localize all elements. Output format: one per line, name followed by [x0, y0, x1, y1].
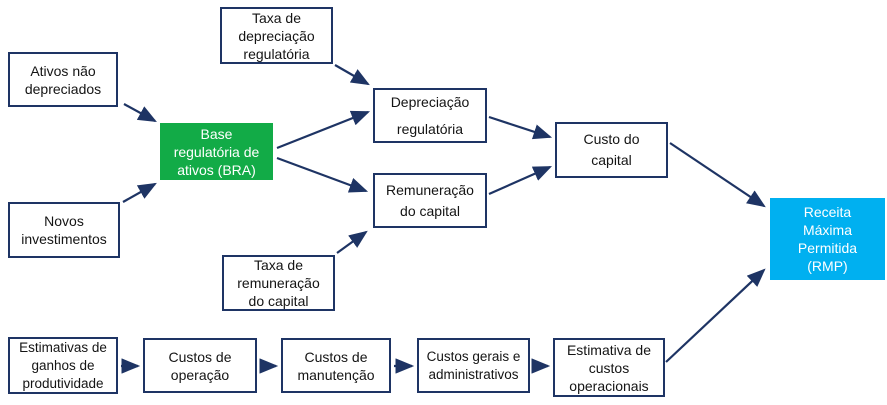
node-base-regulatoria-ativos: Base regulatória de ativos (BRA): [160, 123, 273, 180]
node-custos-manutencao: Custos de manutenção: [281, 338, 391, 393]
node-receita-maxima-permitida: Receita Máxima Permitida (RMP): [770, 198, 885, 280]
edge-estimativa-custos-to-rmp: [665, 268, 766, 363]
edge-remuneracao-to-custo: [488, 165, 553, 196]
node-novos-investimentos: Novos investimentos: [8, 202, 120, 258]
node-remuneracao-capital: Remuneração do capital: [373, 173, 487, 228]
node-taxa-depreciacao-regulatoria: Taxa de depreciação regulatória: [220, 7, 333, 64]
edge-custo-to-rmp: [669, 142, 766, 208]
edge-ativos-to-bra: [123, 103, 157, 123]
node-estimativas-ganhos-produtividade: Estimativas de ganhos de produtividade: [8, 337, 118, 394]
node-estimativa-custos-operacionais: Estimativa de custos operacionais: [553, 338, 665, 397]
node-ativos-nao-depreciados: Ativos não depreciados: [8, 52, 118, 107]
edge-taxa-remuneracao-to-remuneracao: [336, 230, 368, 254]
node-custo-capital: Custo do capital: [555, 122, 668, 178]
node-taxa-remuneracao-capital: Taxa de remuneração do capital: [222, 255, 335, 311]
node-custos-gerais-administrativos: Custos gerais e administrativos: [417, 338, 530, 393]
edge-taxa-depreciacao-to-depreciacao: [334, 64, 370, 86]
edge-depreciacao-to-custo: [488, 115, 553, 140]
edge-bra-to-depreciacao: [276, 110, 371, 150]
node-depreciacao-regulatoria: Depreciação regulatória: [373, 88, 487, 143]
edge-bra-to-remuneracao: [276, 156, 369, 193]
node-custos-operacao: Custos de operação: [143, 338, 257, 393]
edge-novos-to-bra: [122, 182, 157, 203]
